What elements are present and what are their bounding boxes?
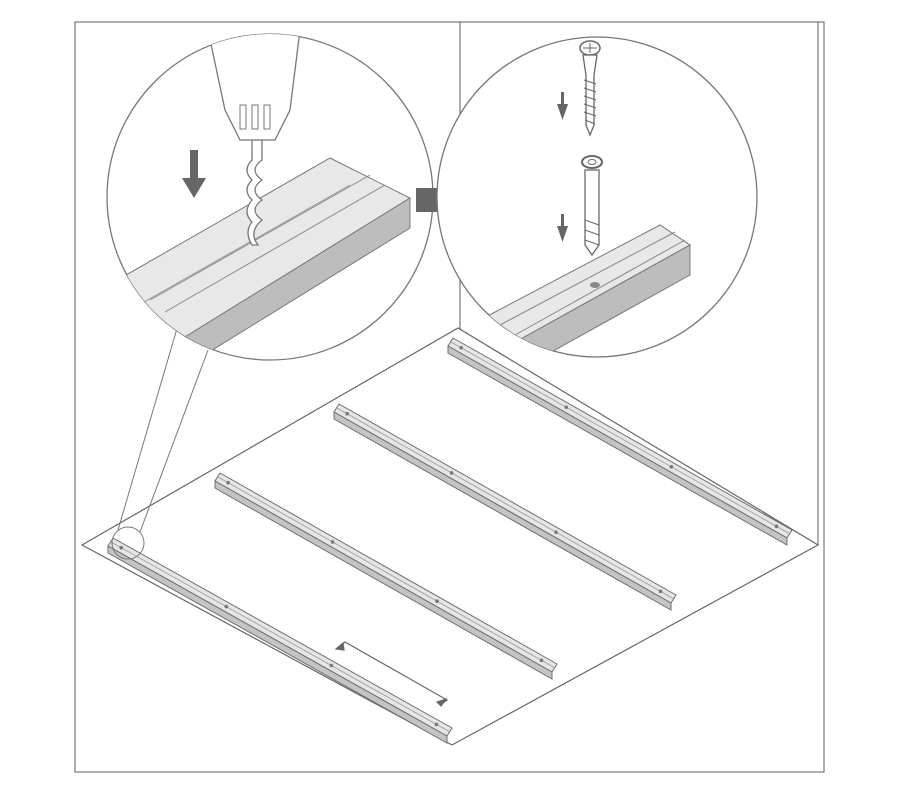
- rail-2: [214, 472, 558, 680]
- rail-hole: [669, 465, 674, 469]
- rail-hole: [329, 663, 334, 668]
- rail-groove: [336, 407, 675, 600]
- spacing-arrow: [334, 641, 449, 707]
- rail-4: [447, 337, 793, 546]
- rail-side: [214, 480, 553, 680]
- rail-hole: [345, 411, 349, 416]
- rail-side: [333, 411, 672, 611]
- down-arrow-icon: [182, 150, 206, 198]
- rail-groove: [450, 341, 791, 535]
- zoom-callout: [111, 307, 209, 560]
- rail-hole: [539, 658, 544, 663]
- rail-hole: [564, 405, 569, 410]
- rail-hole: [224, 604, 229, 609]
- rail-hole: [459, 345, 463, 350]
- rail-hole: [226, 480, 230, 485]
- drill-detail-circle: [106, 33, 434, 361]
- drill-bit-icon: [246, 139, 264, 246]
- rail-hole: [658, 589, 663, 594]
- screw-detail-circle: [436, 36, 758, 358]
- rail-3: [333, 403, 677, 611]
- down-arrow-icon: [557, 92, 568, 242]
- rail-hole: [330, 540, 335, 544]
- rail-groove: [110, 541, 451, 733]
- screw-icon: [579, 40, 601, 137]
- rail-side: [107, 545, 448, 744]
- wall-plug-icon: [581, 155, 603, 257]
- rail-hole: [119, 545, 123, 550]
- rail-1: [107, 537, 453, 744]
- rail-hole: [449, 471, 454, 475]
- rail-hole: [774, 524, 779, 529]
- floor: [80, 327, 820, 746]
- rail-side: [447, 345, 788, 546]
- rail-hole: [435, 599, 439, 603]
- drill-icon: [207, 34, 301, 141]
- floor-rails: [107, 337, 793, 744]
- rail-groove: [217, 476, 556, 669]
- rail-hole: [434, 722, 439, 727]
- rail-hole: [554, 530, 558, 534]
